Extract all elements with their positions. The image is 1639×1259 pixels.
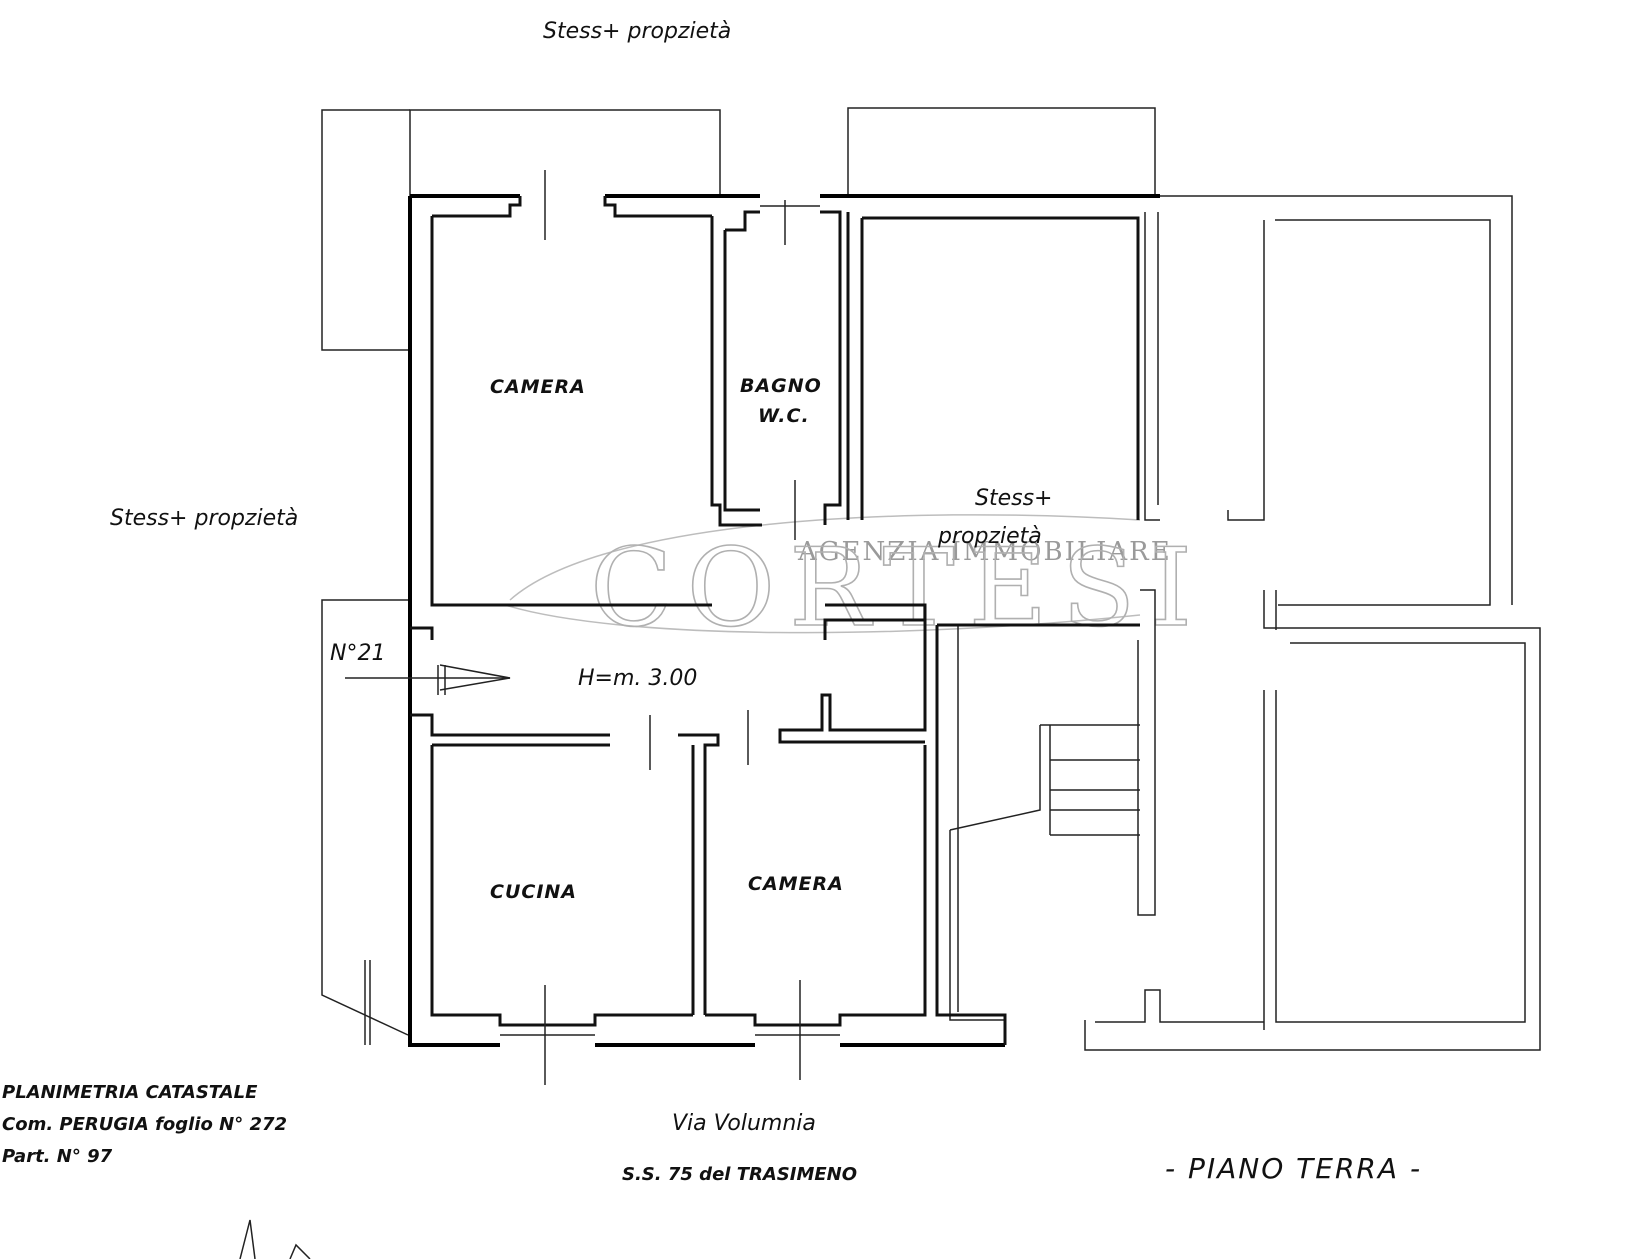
outline-top-middle <box>847 107 1156 196</box>
camera-bottom-room <box>705 745 927 1027</box>
camera-top-room <box>430 216 712 607</box>
corridor-right <box>778 620 927 744</box>
room-bagno-1: BAGNO <box>740 375 822 397</box>
stair-hall-left <box>935 625 1007 1045</box>
scan-mark-2 <box>289 1243 311 1259</box>
lower-right-strip <box>1095 989 1264 1023</box>
adjacent-outlines <box>321 107 1541 1051</box>
caption-line2: Com. PERUGIA foglio N° 272 <box>2 1114 287 1135</box>
room-camera-top: CAMERA <box>490 376 586 398</box>
cucina-room <box>430 745 693 1027</box>
camera-top-wall-b <box>603 196 712 218</box>
watermark-line2: CORTESI <box>590 526 1206 651</box>
entry-arrow <box>439 664 511 691</box>
cadastral-caption: PLANIMETRIA CATASTALE Com. PERUGIA fogli… <box>2 1082 287 1167</box>
right-room-top <box>1275 219 1491 606</box>
note-center-1: Stess+ <box>975 486 1052 511</box>
right-room-bottom <box>1275 642 1526 1023</box>
civic-number: N°21 <box>330 641 385 666</box>
agency-watermark: AGENZIA IMMOBILIARE CORTESI <box>504 514 1206 652</box>
watermark-line1: AGENZIA IMMOBILIARE <box>797 537 1172 567</box>
scan-mark <box>239 1219 256 1259</box>
camera-bagno-wall <box>710 216 762 527</box>
apartment-walls <box>345 170 1160 1085</box>
caption-line1: PLANIMETRIA CATASTALE <box>2 1082 258 1103</box>
corridor-left-top <box>410 626 434 640</box>
camera-top-wall-a <box>432 196 522 218</box>
stair-landing <box>949 725 1041 831</box>
note-left: Stess+ propzietà <box>110 506 298 531</box>
right-wing-inner-left <box>1144 212 1160 521</box>
bagno-right-wall <box>820 210 842 525</box>
caption-line3: Part. N° 97 <box>2 1146 113 1167</box>
corridor-bottom-left <box>410 713 610 737</box>
terrace-top-left <box>321 109 410 351</box>
street-road: S.S. 75 del TRASIMENO <box>622 1164 857 1185</box>
right-room-left-wall <box>1227 220 1265 521</box>
note-top: Stess+ propzietà <box>543 19 731 44</box>
bagno-left-wall <box>723 230 760 512</box>
balcony-top-left <box>409 109 721 196</box>
stair-wall <box>1137 589 1156 916</box>
outer-wall-left <box>408 196 500 1047</box>
room-camera-bottom: CAMERA <box>748 873 844 895</box>
room-cucina: CUCINA <box>490 881 577 903</box>
floor-title: - PIANO TERRA - <box>1165 1152 1422 1185</box>
room-right-top <box>862 216 1140 520</box>
note-center-2: propzietà <box>937 524 1042 549</box>
corridor-bottom-mid <box>678 733 720 1015</box>
room-bagno-2: W.C. <box>758 405 810 427</box>
watermark-swoosh-top <box>509 514 1141 601</box>
right-wing-top <box>1150 195 1513 605</box>
street-name: Via Volumnia <box>672 1111 816 1136</box>
bagno-top-left <box>725 210 760 232</box>
height-note: H=m. 3.00 <box>578 666 697 691</box>
right-wing-lower <box>1084 590 1541 1051</box>
